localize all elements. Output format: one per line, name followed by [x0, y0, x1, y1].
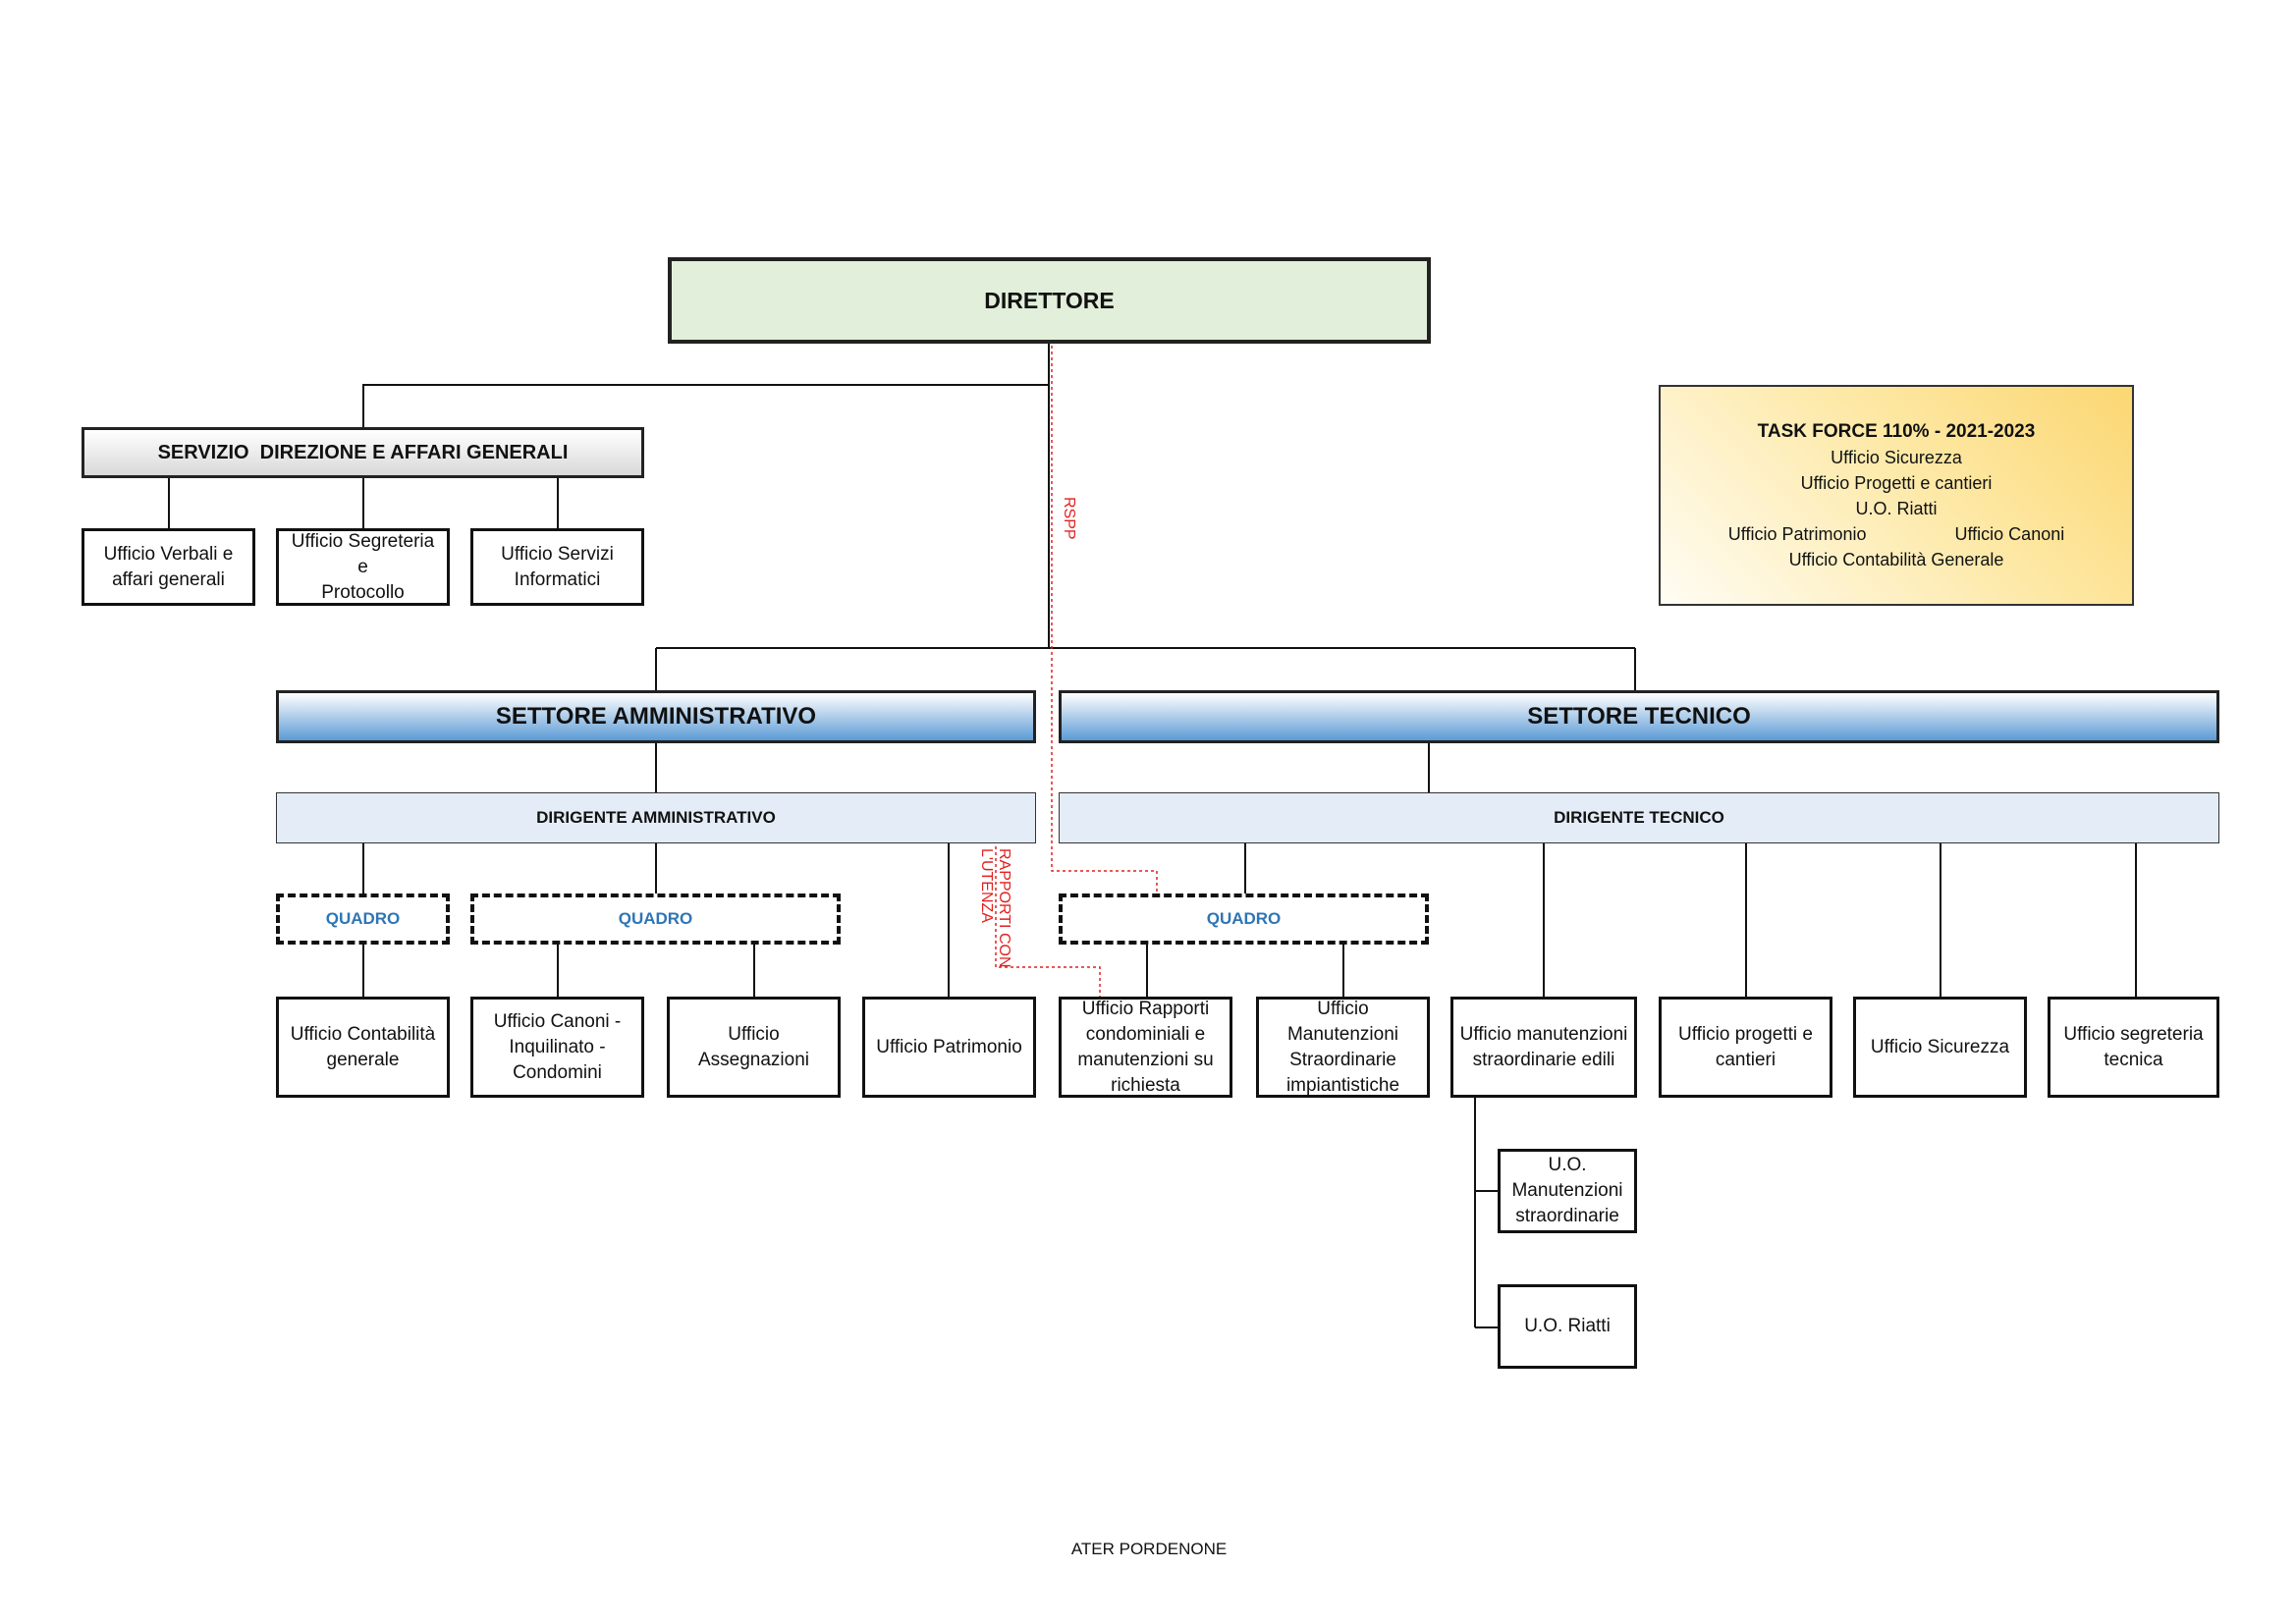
office-label: Ufficio Sicurezza	[1870, 1036, 2010, 1057]
rapporti-dashed-line	[995, 846, 1101, 997]
rspp-dashed-line	[1051, 346, 1158, 893]
dirigente-amministrativo-label: DIRIGENTE AMMINISTRATIVO	[536, 808, 776, 827]
rapporti-utenza-label: RAPPORTI CON L'UTENZA	[978, 848, 1012, 968]
quadro-label: QUADRO	[618, 909, 693, 928]
rspp-label: RSPP	[1061, 497, 1077, 540]
connector-service-offices	[168, 478, 559, 528]
office-label: Ufficio progetti e cantieri	[1678, 1023, 1813, 1070]
office-segreteria-protocollo: Ufficio Segreteria e Protocollo	[276, 528, 450, 606]
unit-label: U.O. Manutenzioni straordinarie	[1511, 1155, 1623, 1226]
office-segreteria-tecnica: Ufficio segreteria tecnica	[2048, 997, 2219, 1098]
dirigente-tecnico-label: DIRIGENTE TECNICO	[1554, 808, 1724, 827]
quadro-label: QUADRO	[1206, 909, 1282, 928]
office-patrimonio: Ufficio Patrimonio	[862, 997, 1036, 1098]
office-label: Ufficio segreteria tecnica	[2063, 1023, 2204, 1070]
unit-manutenzioni-straordinarie: U.O. Manutenzioni straordinarie	[1498, 1149, 1637, 1233]
office-canoni-inquilinato: Ufficio Canoni - Inquilinato - Condomini	[470, 997, 644, 1098]
office-label: Ufficio Canoni - Inquilinato - Condomini	[493, 1010, 622, 1083]
task-force-line: Ufficio Canoni	[1954, 523, 2065, 544]
office-label: Ufficio Patrimonio	[876, 1036, 1022, 1057]
office-label: Ufficio Manutenzioni Straordinarie impia…	[1285, 998, 1400, 1096]
dirigente-tecnico: DIRIGENTE TECNICO	[1059, 792, 2219, 843]
task-force-box: TASK FORCE 110% - 2021-2023 Ufficio Sicu…	[1659, 385, 2134, 606]
office-contabilita-generale: Ufficio Contabilità generale	[276, 997, 450, 1098]
office-sicurezza: Ufficio Sicurezza	[1853, 997, 2027, 1098]
connector-edili-subunits	[1474, 1098, 1498, 1328]
office-label: Ufficio Segreteria e Protocollo	[291, 530, 435, 603]
connector-admin-dirigente-quadri	[362, 843, 950, 997]
sector-amministrativo-label: SETTORE AMMINISTRATIVO	[495, 703, 817, 730]
task-force-line: Ufficio Progetti e cantieri	[1800, 472, 1993, 493]
footer-label: ATER PORDENONE	[1070, 1540, 1228, 1558]
office-progetti-cantieri: Ufficio progetti e cantieri	[1659, 997, 1832, 1098]
connector-director-service	[362, 344, 1050, 427]
office-label: Ufficio Rapporti condominiali e manutenz…	[1077, 998, 1214, 1096]
office-label: Ufficio Contabilità generale	[290, 1023, 436, 1070]
director-box: DIRETTORE	[668, 257, 1431, 344]
sector-amministrativo: SETTORE AMMINISTRATIVO	[276, 690, 1036, 743]
office-servizi-informatici: Ufficio Servizi Informatici	[470, 528, 644, 606]
quadro-contabilita: QUADRO	[276, 893, 450, 945]
office-label: Ufficio Servizi Informatici	[501, 543, 614, 590]
task-force-row: Ufficio Patrimonio Ufficio Canoni	[1728, 521, 2064, 547]
connector-director-sectors	[655, 344, 1636, 690]
director-label: DIRETTORE	[984, 287, 1115, 313]
office-manutenzioni-impiantistiche: Ufficio Manutenzioni Straordinarie impia…	[1256, 997, 1430, 1098]
office-assegnazioni: Ufficio Assegnazioni	[667, 997, 841, 1098]
sector-tecnico-label: SETTORE TECNICO	[1527, 703, 1751, 730]
task-force-line: Ufficio Contabilità Generale	[1788, 549, 2004, 569]
task-force-line: Ufficio Patrimonio	[1727, 523, 1867, 544]
office-label: Ufficio Assegnazioni	[697, 1023, 810, 1070]
office-verbali: Ufficio Verbali e affari generali	[82, 528, 255, 606]
unit-label: U.O. Riatti	[1524, 1316, 1611, 1336]
quadro-canoni-assegnazioni: QUADRO	[470, 893, 841, 945]
quadro-tecnico: QUADRO	[1059, 893, 1429, 945]
unit-riatti: U.O. Riatti	[1498, 1284, 1637, 1369]
office-manutenzioni-edili: Ufficio manutenzioni straordinarie edili	[1450, 997, 1637, 1098]
service-title: SERVIZIO DIREZIONE E AFFARI GENERALI	[157, 441, 569, 463]
task-force-line: U.O. Riatti	[1855, 498, 1938, 518]
connector-admin-quadri-offices	[362, 945, 755, 997]
service-box: SERVIZIO DIREZIONE E AFFARI GENERALI	[82, 427, 644, 478]
task-force-line: Ufficio Sicurezza	[1831, 447, 1962, 467]
office-label: Ufficio manutenzioni straordinarie edili	[1459, 1023, 1628, 1070]
office-rapporti-condominiali: Ufficio Rapporti condominiali e manutenz…	[1059, 997, 1232, 1098]
office-label: Ufficio Verbali e affari generali	[103, 543, 234, 590]
connector-tech-quadro-offices	[1146, 945, 1344, 997]
sector-tecnico: SETTORE TECNICO	[1059, 690, 2219, 743]
connector-tech-dirigente-offices	[1244, 843, 2137, 997]
quadro-label: QUADRO	[325, 909, 401, 928]
task-force-title: TASK FORCE 110% - 2021-2023	[1757, 420, 2036, 442]
dirigente-amministrativo: DIRIGENTE AMMINISTRATIVO	[276, 792, 1036, 843]
